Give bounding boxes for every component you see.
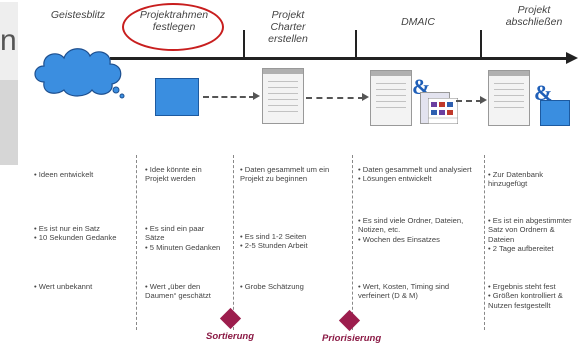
row1-col1: • Ideen entwickelt [34, 170, 94, 179]
dashed-connector [456, 100, 482, 102]
dashed-connector [306, 97, 364, 99]
row2-col5: • Es ist ein abgestimmter Satz von Ordne… [488, 216, 572, 253]
phase-title-abschliessen: Projekt abschließen [505, 4, 563, 28]
column-divider [136, 155, 137, 330]
row3-col1: • Wert unbekannt [34, 282, 93, 291]
chart-grid-icon [428, 98, 458, 124]
timeline-tick [480, 30, 482, 58]
charter-document-icon [262, 68, 304, 124]
row2-col3: • Es sind 1-2 Seiten • 2-5 Stunden Arbei… [240, 232, 308, 251]
side-panel: n [0, 0, 18, 345]
gate-diamond-sortierung [219, 307, 242, 330]
side-panel-top [0, 2, 18, 80]
gate-diamond-priorisierung [338, 309, 361, 332]
row3-col3: • Grobe Schätzung [240, 282, 304, 291]
highlight-ellipse [122, 3, 224, 51]
phase-title-charter: Projekt Charter erstellen [268, 9, 308, 45]
ampersand-icon: & [534, 80, 553, 105]
dashed-connector [203, 96, 255, 98]
side-letter: n [0, 24, 17, 57]
row2-col4: • Es sind viele Ordner, Dateien, Notizen… [358, 216, 464, 244]
row1-col4: • Daten gesammelt und analysiert • Lösun… [358, 165, 472, 184]
row3-col2: • Wert „über den Daumen“ geschätzt [145, 282, 211, 301]
dashed-arrowhead [362, 93, 369, 101]
archive-document-icon [488, 70, 530, 126]
row2-col2: • Es sind ein paar Sätze • 5 Minuten Ged… [145, 224, 221, 252]
idea-cloud-icon [34, 48, 125, 99]
row3-col4: • Wert, Kosten, Timing sind verfeinert (… [358, 282, 450, 301]
timeline-tick [243, 30, 245, 58]
dashed-arrowhead [480, 96, 487, 104]
column-divider [352, 155, 353, 330]
dashed-arrowhead [253, 92, 260, 100]
phase-title-geistesblitz: Geistesblitz [50, 9, 106, 21]
side-panel-bottom [0, 80, 18, 165]
dmaic-document-icon [370, 70, 412, 126]
archive-note-icon [540, 100, 570, 126]
row3-col5: • Ergebnis steht fest • Größen kontrolli… [488, 282, 563, 310]
column-divider [233, 155, 234, 330]
timeline-arrow [110, 57, 570, 60]
gate-label-priorisierung: Priorisierung [322, 333, 382, 344]
project-frame-note-icon [155, 78, 199, 116]
row1-col3: • Daten gesammelt um ein Projekt zu begi… [240, 165, 330, 184]
phase-title-dmaic: DMAIC [401, 16, 435, 28]
column-divider [484, 155, 485, 330]
row2-col1: • Es ist nur ein Satz • 10 Sekunden Geda… [34, 224, 117, 243]
timeline-arrowhead [566, 52, 578, 64]
row1-col2: • Idee könnte ein Projekt werden [145, 165, 202, 184]
row1-col5: • Zur Datenbank hinzugefügt [488, 170, 543, 189]
gate-label-sortierung: Sortierung [206, 331, 255, 342]
timeline-tick [355, 30, 357, 58]
